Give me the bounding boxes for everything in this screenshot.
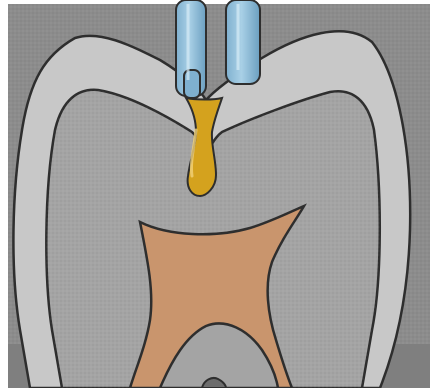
pipette-tip-left xyxy=(184,70,200,98)
pipette-tube-right xyxy=(226,0,260,84)
